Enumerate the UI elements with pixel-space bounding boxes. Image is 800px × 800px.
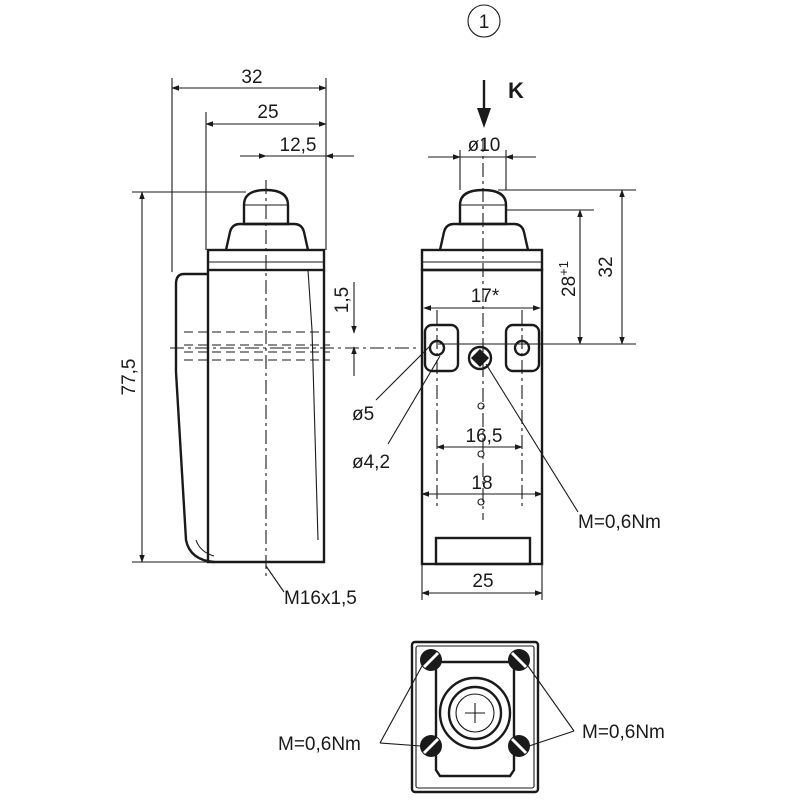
torque-right-label: M=0,6Nm (582, 722, 665, 743)
dim-front-25: 25 (472, 571, 493, 592)
dim-side-12-5: 12,5 (280, 135, 317, 156)
corner-screw-tl (420, 649, 442, 671)
dim-front-16-5: 16,5 (466, 426, 503, 447)
thread-label: M16x1,5 (284, 588, 357, 609)
dim-side-1-5: 1,5 (332, 287, 353, 313)
view-number-marker: 1 (467, 4, 501, 38)
side-view: 32 25 12,5 77,5 1,5 M16x1,5 (119, 67, 420, 609)
torque-front-label: M=0,6Nm (578, 512, 661, 533)
force-label: K (508, 78, 524, 103)
dim-side-25: 25 (257, 102, 278, 123)
corner-screw-br (508, 735, 530, 757)
dim-front-17: 17* (471, 286, 500, 307)
view-number: 1 (479, 12, 490, 33)
torque-left-label: M=0,6Nm (278, 734, 361, 755)
dim-front-28-value: 28 (559, 276, 580, 297)
corner-screw-bl (420, 735, 442, 757)
dim-dia-4-2: ø4,2 (352, 452, 390, 473)
dim-dia-5: ø5 (352, 404, 374, 425)
dim-front-18: 18 (471, 473, 492, 494)
front-view: ø10 32 28+1 17* 16,5 18 25 ø5 ø4,2 M=0,6… (352, 135, 661, 600)
corner-screw-tr (508, 649, 530, 671)
dim-dia-10: ø10 (468, 135, 501, 156)
dim-side-32: 32 (241, 67, 262, 88)
dim-front-28-tolerance: +1 (556, 261, 571, 276)
dim-front-28: 28+1 (556, 261, 580, 297)
dim-side-77-5: 77,5 (119, 359, 140, 396)
top-view: M=0,6Nm M=0,6Nm (278, 640, 665, 794)
force-arrow: K (477, 78, 524, 128)
dim-front-32: 32 (596, 256, 617, 277)
